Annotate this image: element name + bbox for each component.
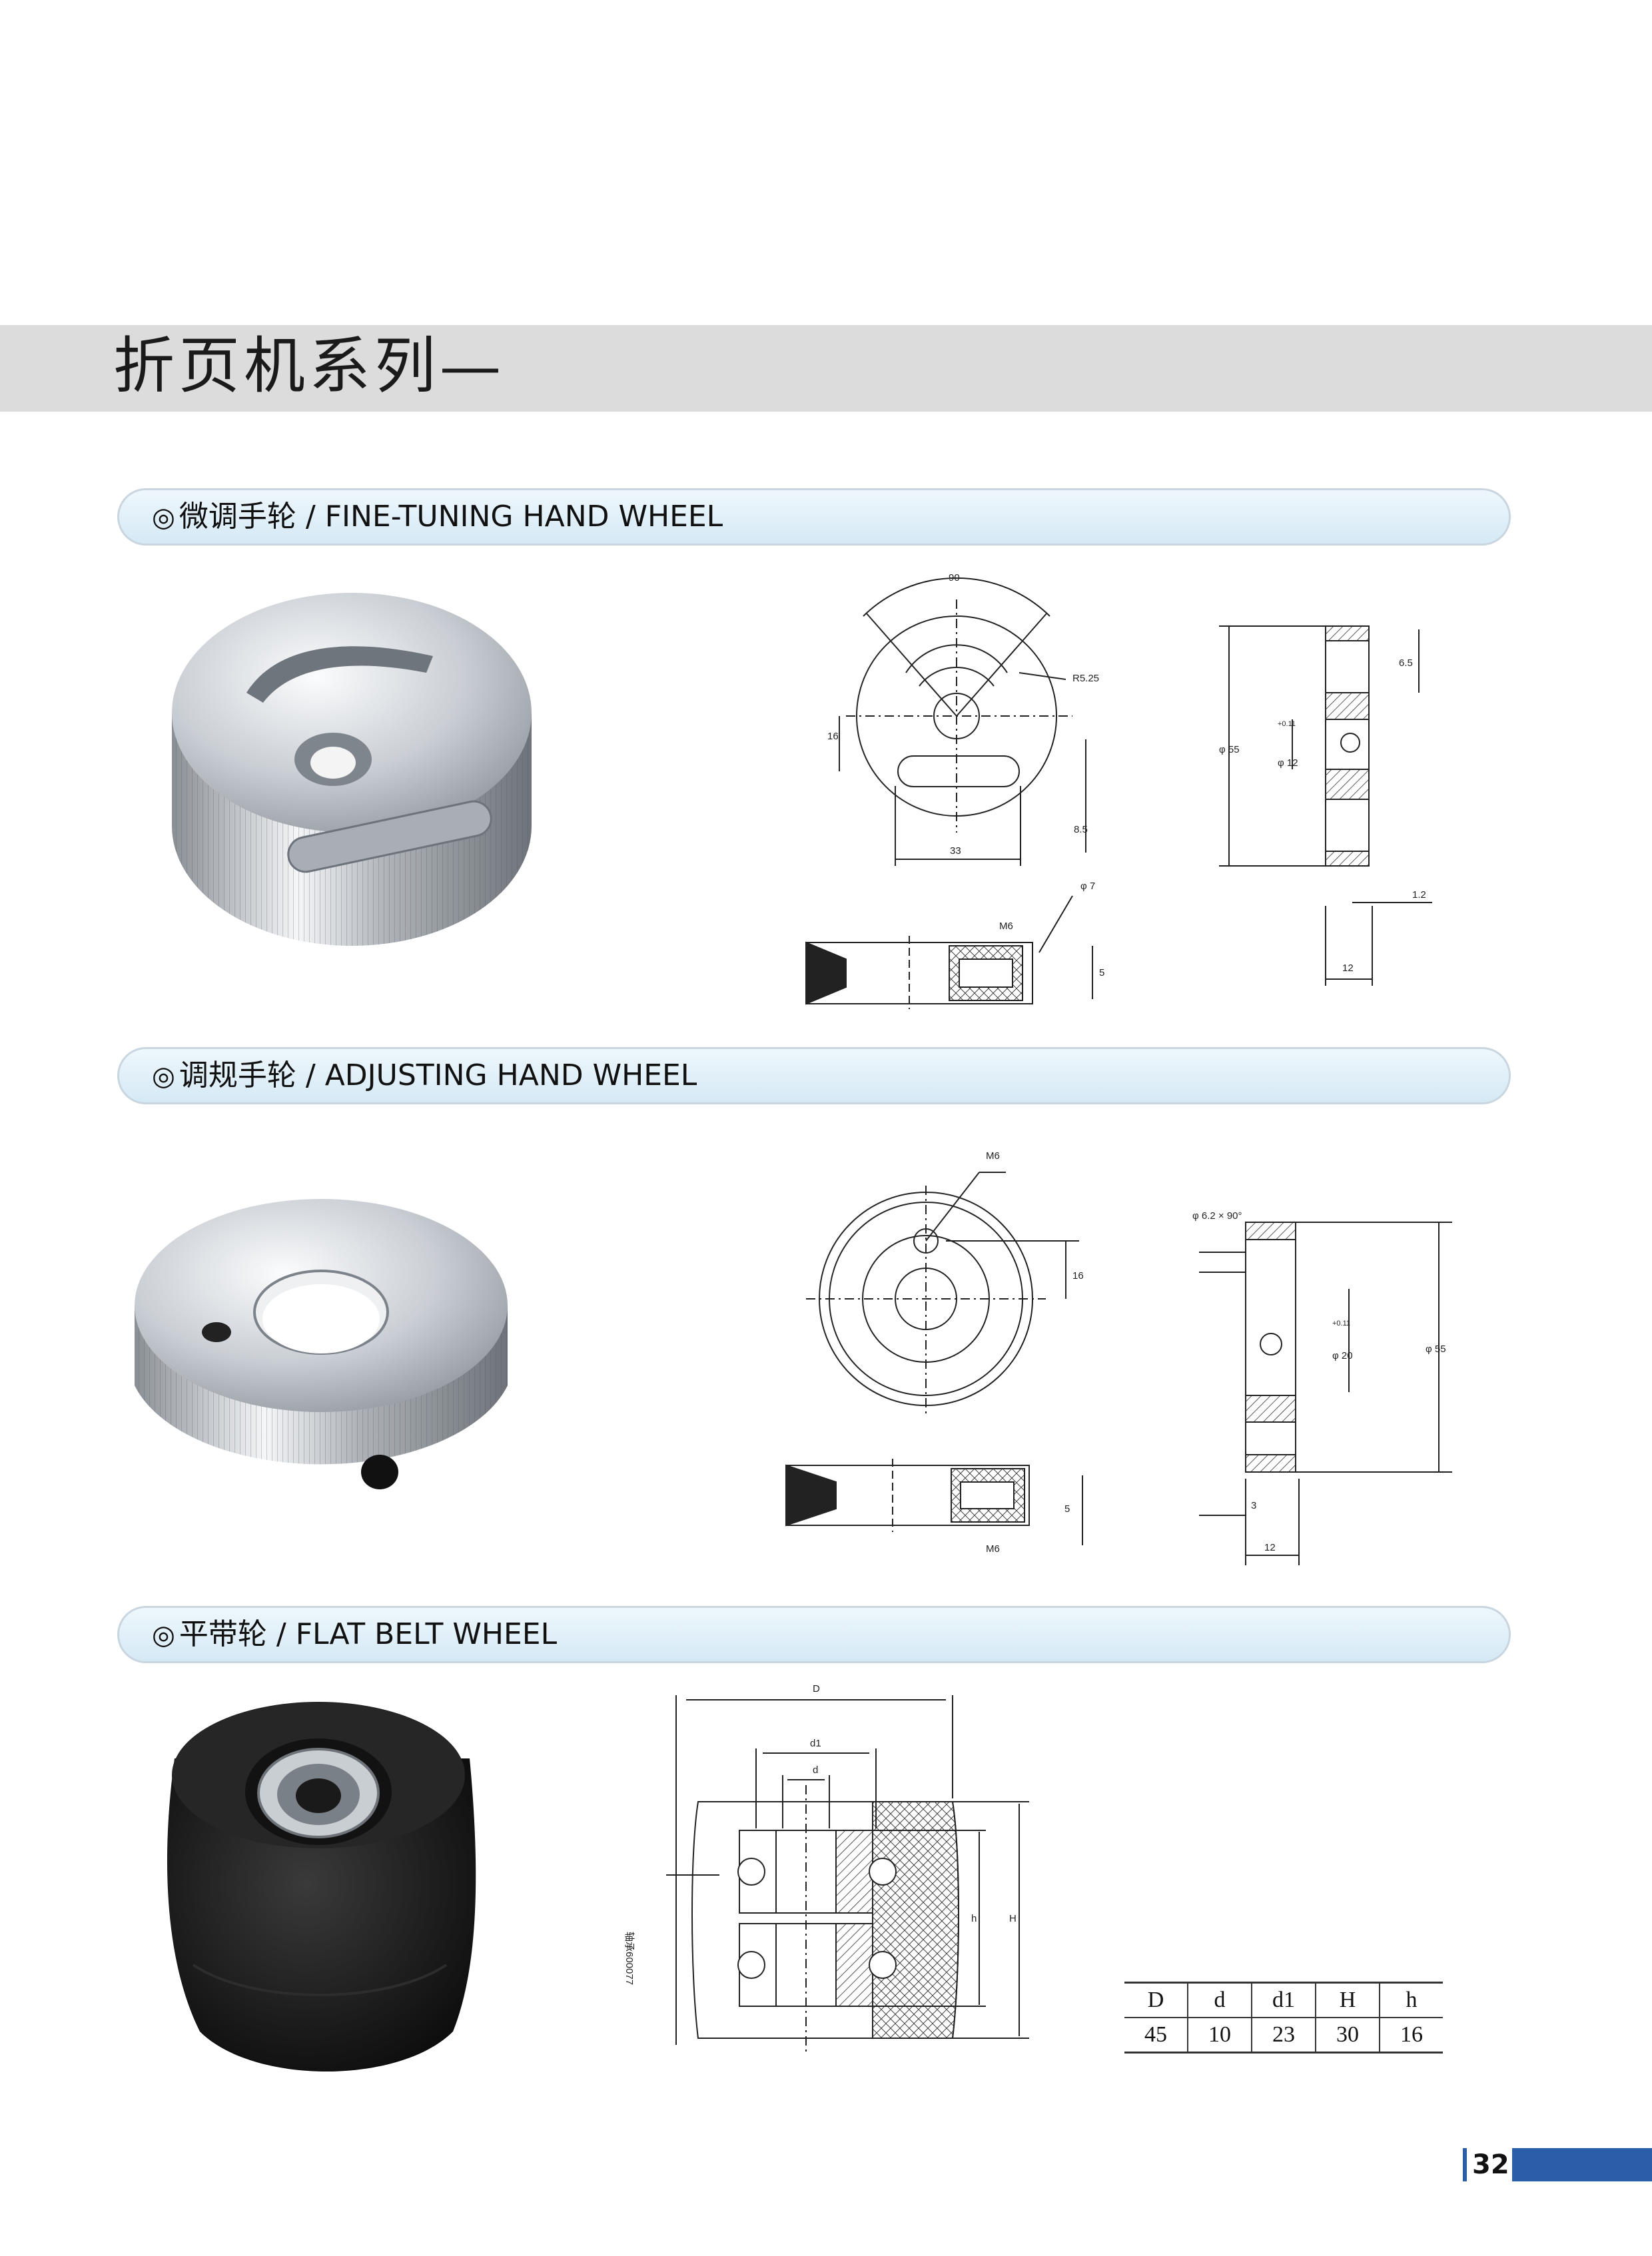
table-row: 45 10 23 30 16 xyxy=(1124,2017,1443,2054)
table-header-cell: h xyxy=(1379,1982,1443,2018)
circle-marker-icon: ◎ xyxy=(152,1620,175,1651)
spec-table: D d d1 H h 45 10 23 30 16 xyxy=(1124,1982,1443,2054)
dim-phi20: φ 20 xyxy=(1332,1350,1353,1361)
dim-phi7: φ 7 xyxy=(1080,881,1095,892)
dim-3: 3 xyxy=(1251,1500,1256,1511)
dim-h: h xyxy=(971,1913,977,1924)
dim-16-b: 16 xyxy=(1072,1270,1084,1282)
fine-tuning-edge-view xyxy=(805,895,1093,1009)
dim-m6-c: M6 xyxy=(986,1543,1000,1555)
fine-tuning-front-view xyxy=(839,577,1086,866)
fine-tuning-side-section xyxy=(1219,625,1432,986)
dim-33: 33 xyxy=(950,845,961,857)
dim-phi12: φ 12 xyxy=(1278,757,1298,769)
dim-d: d xyxy=(813,1764,818,1776)
page-number: 32 xyxy=(1472,2149,1509,2180)
bearing-note: 轴承600077 xyxy=(623,1932,635,1985)
dim-5: 5 xyxy=(1099,967,1104,978)
section-label-fine-tuning: ◎微调手轮 / FINE-TUNING HAND WHEEL xyxy=(152,497,723,538)
dim-m6: M6 xyxy=(999,921,1013,932)
dim-phi55: φ 55 xyxy=(1219,744,1240,755)
dim-phi62: φ 6.2 × 90° xyxy=(1192,1210,1242,1222)
dim-phi55-b: φ 55 xyxy=(1426,1343,1446,1355)
dim-D: D xyxy=(813,1683,820,1694)
adjusting-side-section xyxy=(1199,1222,1452,1565)
section-label-flat-belt: ◎平带轮 / FLAT BELT WHEEL xyxy=(152,1615,557,1655)
table-cell: 30 xyxy=(1315,2017,1380,2054)
adjusting-wheel-photo xyxy=(135,1199,508,1489)
dim-12-b: 12 xyxy=(1264,1542,1276,1553)
table-header-cell: D xyxy=(1124,1982,1188,2018)
page-title: 折页机系列— xyxy=(113,330,506,402)
table-cell: 10 xyxy=(1187,2017,1252,2054)
section-title: 调规手轮 / ADJUSTING HAND WHEEL xyxy=(179,1058,697,1092)
fine-tuning-wheel-photo xyxy=(172,593,532,946)
adjusting-front-view xyxy=(806,1172,1079,1415)
dim-tolerance: +0.11 xyxy=(1278,720,1296,728)
flat-belt-section-drawing xyxy=(666,1695,1029,2052)
table-header-cell: d1 xyxy=(1251,1982,1316,2018)
dim-tolerance-b: +0.11 xyxy=(1332,1319,1350,1327)
dim-5-b: 5 xyxy=(1064,1503,1070,1515)
dim-90: 90 xyxy=(949,572,960,583)
dim-m6-b: M6 xyxy=(986,1150,1000,1162)
section-label-adjusting: ◎调规手轮 / ADJUSTING HAND WHEEL xyxy=(152,1056,697,1096)
page-number-bar xyxy=(1512,2148,1652,2181)
dim-6-5: 6.5 xyxy=(1399,657,1413,669)
table-cell: 23 xyxy=(1251,2017,1316,2054)
page-number-tick xyxy=(1463,2148,1467,2181)
table-header-cell: d xyxy=(1187,1982,1252,2018)
table-cell: 45 xyxy=(1124,2017,1188,2054)
dim-d1: d1 xyxy=(810,1738,821,1749)
dim-H: H xyxy=(1009,1913,1017,1924)
adjusting-edge-view xyxy=(785,1459,1083,1545)
table-cell: 16 xyxy=(1379,2017,1443,2054)
section-bar-adjusting xyxy=(117,1047,1511,1104)
dim-16: 16 xyxy=(827,731,839,742)
title-banner xyxy=(0,325,1652,412)
table-header-row: D d d1 H h xyxy=(1124,1982,1443,2018)
dim-r525: R5.25 xyxy=(1072,673,1099,684)
circle-marker-icon: ◎ xyxy=(152,502,175,533)
flat-belt-wheel-photo xyxy=(167,1702,476,2071)
table-header-cell: H xyxy=(1315,1982,1380,2018)
section-bar-fine-tuning xyxy=(117,488,1511,546)
dim-12: 12 xyxy=(1342,962,1354,974)
section-title: 微调手轮 / FINE-TUNING HAND WHEEL xyxy=(179,500,723,534)
dim-1-2: 1.2 xyxy=(1412,889,1426,901)
section-bar-flat-belt xyxy=(117,1606,1511,1663)
circle-marker-icon: ◎ xyxy=(152,1061,175,1092)
dim-8-5: 8.5 xyxy=(1074,824,1088,835)
section-title: 平带轮 / FLAT BELT WHEEL xyxy=(179,1617,558,1651)
